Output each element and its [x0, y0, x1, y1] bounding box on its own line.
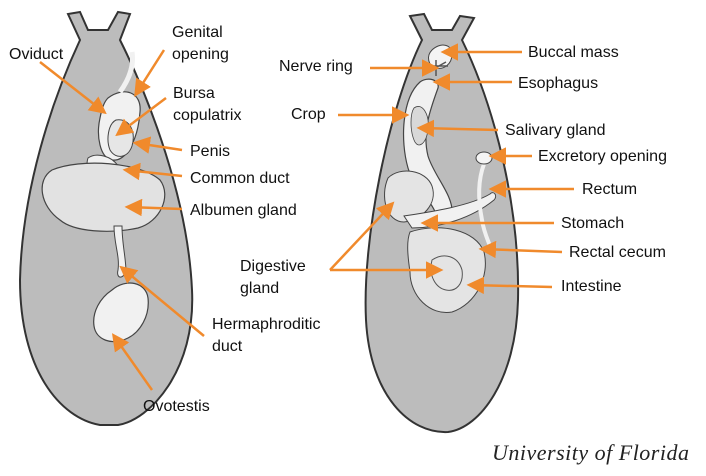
- label-crop: Crop: [291, 106, 326, 123]
- excretory-opening-shape: [475, 151, 493, 165]
- label-intestine: Intestine: [561, 278, 622, 295]
- bursa-copulatrix-arrow: [115, 97, 167, 137]
- reproductive-pointers: [39, 49, 205, 391]
- genital-duct: [117, 51, 135, 94]
- digestive-gland-lower: [407, 227, 486, 313]
- label-oviduct: Oviduct: [9, 46, 64, 63]
- label-nerve-ring: Nerve ring: [279, 58, 353, 75]
- salivary-gland-shape: [410, 106, 429, 146]
- label-albumen-gland: Albumen gland: [190, 202, 297, 219]
- label-esophagus: Esophagus: [518, 75, 599, 92]
- common-duct-arrow: [122, 162, 183, 181]
- rectal-cecum-arrow: [478, 240, 563, 259]
- ovotestis-arrow: [111, 333, 154, 391]
- label-common-duct: Common duct: [190, 170, 290, 187]
- genital-opening-arrow: [134, 49, 166, 97]
- label-ovotestis: Ovotestis: [143, 398, 210, 415]
- digestive-pointers: [329, 43, 574, 295]
- label-buccal-mass: Buccal mass: [528, 44, 619, 61]
- penis-arrow: [132, 136, 183, 154]
- label-rectum: Rectum: [582, 181, 638, 198]
- intestine-arrow: [466, 276, 553, 295]
- albumen-gland-arrow: [124, 198, 183, 217]
- label-excretory-opening: Excretory opening: [538, 148, 667, 165]
- label-stomach: Stomach: [561, 215, 625, 232]
- label-digestive-gland: Digestive gland: [240, 258, 306, 297]
- label-bursa-copulatrix: Bursa copulatrix: [173, 85, 242, 124]
- label-rectal-cecum: Rectal cecum: [569, 244, 666, 261]
- salivary-gland-arrow: [416, 119, 499, 138]
- digestive-gland-arrow-upper: [329, 201, 395, 271]
- label-genital-opening: Genital opening: [172, 24, 229, 63]
- label-salivary-gland: Salivary gland: [505, 122, 606, 139]
- hermaphroditic-duct-arrow: [119, 265, 205, 337]
- reproductive-slug: [18, 10, 194, 426]
- label-hermaphroditic-duct: Hermaphroditic duct: [212, 316, 321, 355]
- credit-watermark: University of Florida: [492, 440, 690, 465]
- oviduct-arrow: [39, 61, 107, 115]
- label-penis: Penis: [190, 143, 231, 160]
- intestine-shape: [430, 255, 463, 291]
